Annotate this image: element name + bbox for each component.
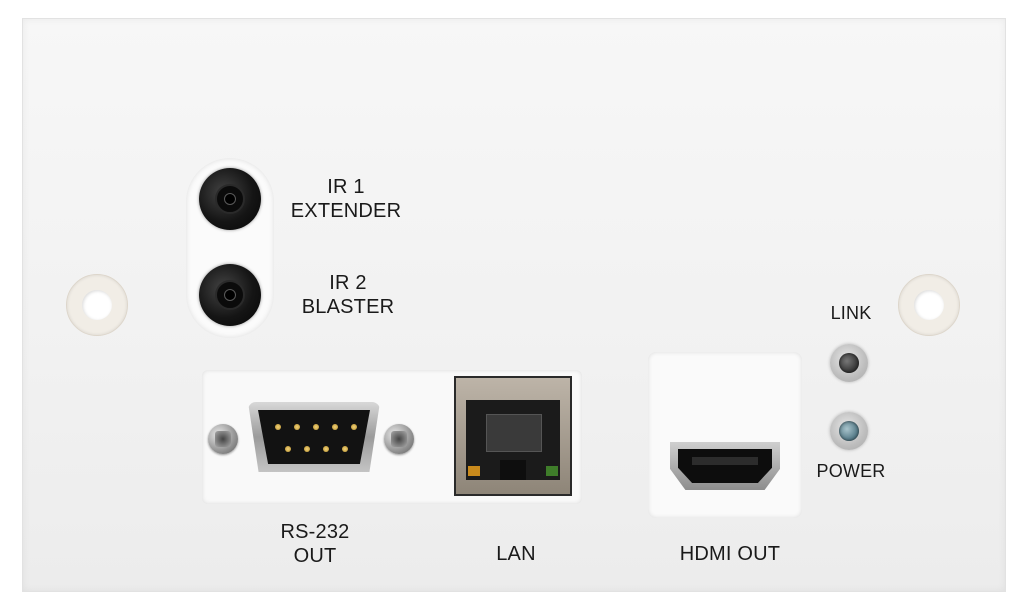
ir1-label: IR 1	[327, 176, 365, 198]
power-label: POWER	[816, 461, 886, 481]
rs232-pin	[342, 446, 348, 452]
lan-link-led	[546, 466, 558, 476]
rs232-pin	[323, 446, 329, 452]
mount-hole-right	[898, 274, 960, 336]
ir2-label: IR 2	[329, 272, 367, 294]
hdmi-port-tongue	[692, 457, 758, 465]
hdmi-recess	[648, 352, 802, 518]
ir1-jack-core	[224, 193, 236, 205]
rs232-pin	[275, 424, 281, 430]
rs232-pin	[285, 446, 291, 452]
lan-port-latch-slot	[500, 460, 526, 480]
hdmi-port-opening	[678, 449, 772, 483]
hdmi-out-label: HDMI OUT	[679, 543, 781, 565]
rs232-screw-left-icon	[208, 424, 238, 454]
lan-port-contacts	[486, 414, 542, 452]
rs232-pin	[351, 424, 357, 430]
link-label: LINK	[830, 303, 872, 323]
rs232-pin	[313, 424, 319, 430]
mount-hole-left-opening	[82, 290, 112, 320]
power-led-lens	[839, 421, 859, 441]
rs232-port-face	[258, 410, 370, 464]
rs232-label: RS-232	[280, 521, 350, 543]
lan-label: LAN	[496, 543, 536, 565]
link-led-lens	[839, 353, 859, 373]
ir2-jack-core	[224, 289, 236, 301]
rs232-pin	[332, 424, 338, 430]
mount-hole-left	[66, 274, 128, 336]
ir1-extender-jack[interactable]	[199, 168, 261, 230]
extender-label: EXTENDER	[290, 200, 402, 222]
mount-hole-right-opening	[914, 290, 944, 320]
rs232-pin	[304, 446, 310, 452]
link-led	[830, 344, 868, 382]
rs232-screw-right-nut	[391, 431, 407, 447]
ir2-blaster-jack[interactable]	[199, 264, 261, 326]
blaster-label: BLASTER	[301, 296, 395, 318]
rs232-out-label: OUT	[293, 545, 337, 567]
power-led	[830, 412, 868, 450]
rs232-pin	[294, 424, 300, 430]
rs232-screw-left-nut	[215, 431, 231, 447]
rs232-screw-right-icon	[384, 424, 414, 454]
lan-activity-led	[468, 466, 480, 476]
